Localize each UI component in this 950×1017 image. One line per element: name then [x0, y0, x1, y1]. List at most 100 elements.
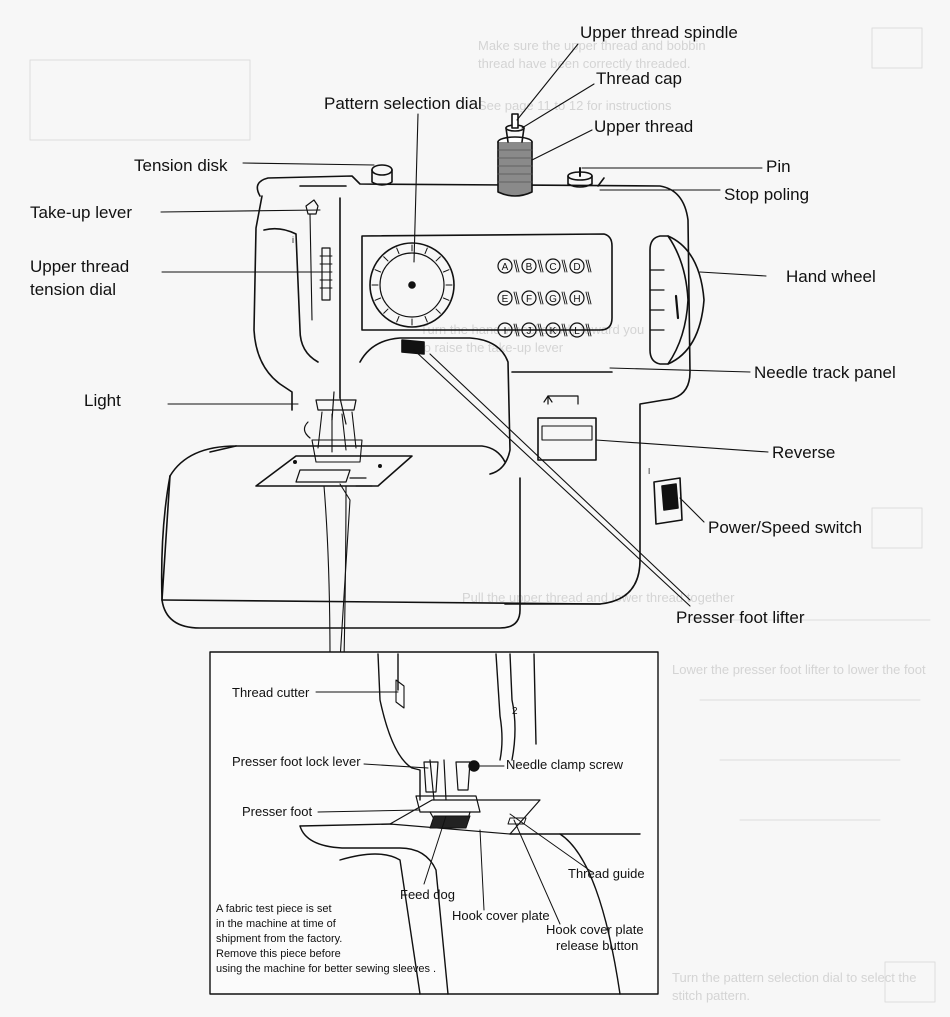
label-upper-thread-tension-dial-line1: Upper thread	[30, 257, 130, 276]
stitch-pattern-letter: C	[549, 262, 556, 273]
upper-thread-spool	[497, 113, 533, 197]
dial-tick-marks	[371, 244, 453, 326]
bleed-through-text: Pull the upper thread and lower thread t…	[462, 590, 735, 605]
label-hand-wheel: Hand wheel	[786, 267, 876, 286]
power-speed-switch-shape: I	[648, 467, 683, 525]
stitch-pattern-glyph	[537, 259, 544, 273]
bleed-through-text: to raise the take-up lever	[420, 340, 564, 355]
dial-tick	[435, 308, 441, 314]
stitch-pattern-circle	[545, 290, 561, 306]
stitch-pattern-glyph	[561, 323, 568, 337]
stitch-pattern-letter: B	[526, 262, 533, 273]
stitch-pattern-circle	[497, 290, 513, 306]
stitch-pattern-glyph	[561, 291, 568, 305]
stitch-pattern-glyph	[585, 291, 592, 305]
label-stop-poling: Stop poling	[724, 185, 810, 204]
tension-disk-shape	[371, 164, 393, 176]
fabric-test-piece-note: A fabric test piece is set in the machin…	[216, 902, 456, 977]
label-tension-disk: Tension disk	[134, 156, 228, 175]
stitch-pattern-letter: J	[527, 326, 532, 337]
label-pattern-selection-dial: Pattern selection dial	[324, 94, 482, 113]
label-needle-track-panel: Needle track panel	[754, 363, 896, 382]
stitch-pattern-glyph	[561, 259, 568, 273]
stitch-pattern-letter: E	[502, 294, 509, 305]
dial-tick	[424, 315, 428, 323]
stitch-pattern-letter: D	[573, 262, 580, 273]
stitch-pattern-glyph	[513, 259, 520, 273]
stitch-pattern-circle	[569, 258, 585, 274]
stitch-pattern-glyph	[513, 291, 520, 305]
dial-tick	[383, 308, 389, 314]
dial-tick	[396, 247, 400, 255]
stitch-pattern-circle	[545, 322, 561, 338]
label-reverse: Reverse	[772, 443, 836, 462]
stitch-pattern-circle	[497, 322, 513, 338]
label-upper-thread-spindle: Upper thread spindle	[580, 23, 738, 42]
label-hook-cover-plate-release-button-line2: release button	[556, 938, 639, 953]
label-needle-clamp-screw: Needle clamp screw	[506, 757, 624, 772]
leader-lines	[160, 43, 769, 661]
stitch-pattern-letter: G	[549, 294, 557, 305]
label-hook-cover-plate-release-button-line1: Hook cover plate	[546, 922, 644, 937]
note-line: using the machine for better sewing slee…	[216, 963, 437, 975]
bleed-through-text: thread have been correctly threaded.	[478, 56, 691, 71]
dial-tick	[383, 256, 389, 262]
label-feed-dog: Feed dog	[400, 887, 455, 902]
stitch-pattern-circle	[521, 258, 537, 274]
zoom-connector-lines	[323, 485, 347, 661]
stitch-pattern-letter: K	[550, 326, 557, 337]
stitch-pattern-circle	[569, 322, 585, 338]
stitch-pattern-glyph	[585, 259, 592, 273]
stitch-pattern-glyph	[537, 323, 544, 337]
stitch-pattern-letter: F	[526, 294, 532, 305]
bleed-through-text: Make sure the upper thread and bobbin	[478, 38, 706, 53]
stitch-pattern-circle	[521, 322, 537, 338]
label-thread-cutter: Thread cutter	[232, 685, 310, 700]
dial-tick	[442, 269, 450, 273]
inset-leader-lines	[315, 691, 593, 925]
note-line: Remove this piece before	[216, 948, 341, 960]
bleed-through-text: Lower the presser foot lifter to lower t…	[672, 662, 926, 677]
stitch-pattern-glyph	[513, 323, 520, 337]
dial-tick	[374, 269, 382, 273]
stitch-pattern-circle	[497, 258, 513, 274]
tension-number-glyph: 2	[512, 706, 518, 717]
note-line: shipment from the factory.	[216, 933, 343, 945]
note-line: in the machine at time of	[216, 918, 336, 930]
label-presser-foot: Presser foot	[242, 804, 313, 819]
bleed-through-text: Turn the pattern selection dial to selec…	[672, 970, 917, 985]
stitch-pattern-letter: H	[573, 294, 580, 305]
label-power-speed-switch: Power/Speed switch	[708, 518, 863, 537]
tension-scale-glyph: i	[292, 235, 294, 245]
stitch-pattern-circle	[521, 290, 537, 306]
label-thread-cap: Thread cap	[596, 69, 682, 88]
dial-tick	[424, 247, 428, 255]
label-upper-thread: Upper thread	[594, 117, 694, 136]
dial-tick	[442, 297, 450, 301]
machine-body: i	[160, 113, 705, 629]
dial-tick	[396, 315, 400, 323]
reverse-button-shape	[537, 395, 597, 461]
bleed-through-lines	[29, 27, 936, 1003]
stitch-pattern-glyph	[585, 323, 592, 337]
label-hook-cover-plate: Hook cover plate	[452, 908, 550, 923]
switch-mark-glyph: I	[648, 467, 650, 476]
stitch-pattern-circle	[545, 258, 561, 274]
pattern-selection-dial-shape	[369, 242, 455, 328]
stitch-pattern-letter: I	[504, 326, 507, 337]
label-take-up-lever: Take-up lever	[30, 203, 133, 222]
label-light: Light	[84, 391, 121, 410]
stitch-pattern-circle	[569, 290, 585, 306]
stitch-pattern-letter: A	[502, 262, 509, 273]
label-thread-guide: Thread guide	[568, 866, 645, 881]
label-upper-thread-tension-dial-line2: tension dial	[30, 280, 117, 299]
bleed-through-text: See page 11 to 12 for instructions	[478, 98, 672, 113]
hand-wheel-shape	[649, 235, 705, 365]
label-pin: Pin	[766, 157, 791, 176]
bleed-through-text: stitch pattern.	[672, 988, 751, 1003]
label-presser-foot-lifter: Presser foot lifter	[676, 608, 805, 627]
label-presser-foot-lock-lever: Presser foot lock lever	[232, 754, 361, 769]
